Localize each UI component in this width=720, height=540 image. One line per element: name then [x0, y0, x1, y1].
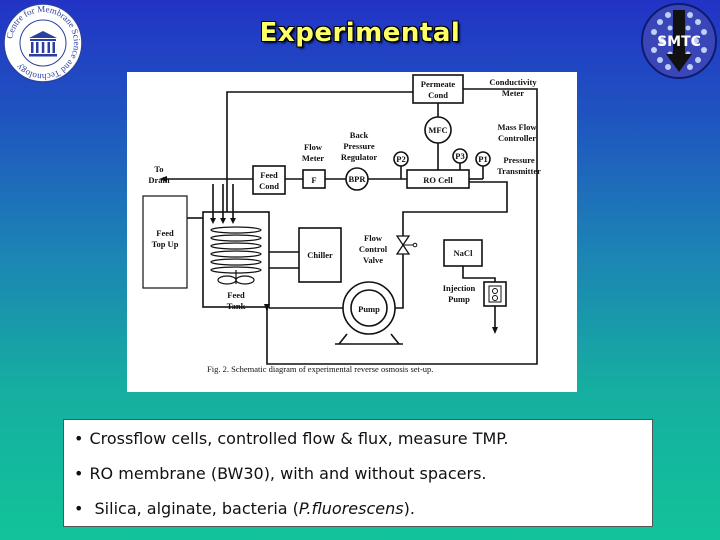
unesco-temple-icon: [29, 31, 57, 57]
svg-text:Chiller: Chiller: [307, 250, 333, 260]
bullet-list: •Crossflow cells, controlled flow & flux…: [63, 419, 653, 527]
svg-text:SMTC: SMTC: [657, 34, 701, 50]
svg-text:NaCl: NaCl: [454, 248, 474, 258]
bullet-item-1: •Crossflow cells, controlled flow & flux…: [74, 429, 509, 448]
svg-text:Pump: Pump: [358, 304, 380, 314]
cooling-coil-icon: [210, 226, 262, 274]
svg-text:MFC: MFC: [428, 125, 447, 135]
cmst-unesco-logo: Centre for Membrane Science and Technolo…: [2, 2, 84, 84]
svg-text:P1: P1: [478, 154, 487, 164]
svg-text:Fig. 2. Schematic diagram of: Fig. 2. Schematic diagram of experimenta…: [207, 364, 433, 374]
svg-text:RO Cell: RO Cell: [423, 175, 453, 185]
svg-text:F: F: [311, 175, 316, 185]
smtc-logo: SMTC: [640, 2, 718, 80]
flow-control-valve-icon: [395, 235, 418, 255]
stirrer-icon: [217, 270, 255, 285]
svg-text:P3: P3: [455, 151, 464, 161]
svg-text:P2: P2: [396, 154, 405, 164]
bullet-item-3: • Silica, alginate, bacteria (P.fluoresc…: [74, 499, 415, 518]
svg-text:BPR: BPR: [349, 174, 367, 184]
bullet-item-2: •RO membrane (BW30), with and without sp…: [74, 464, 487, 483]
down-arrow-icon: [666, 10, 692, 72]
slide-title: Experimental: [259, 18, 461, 48]
